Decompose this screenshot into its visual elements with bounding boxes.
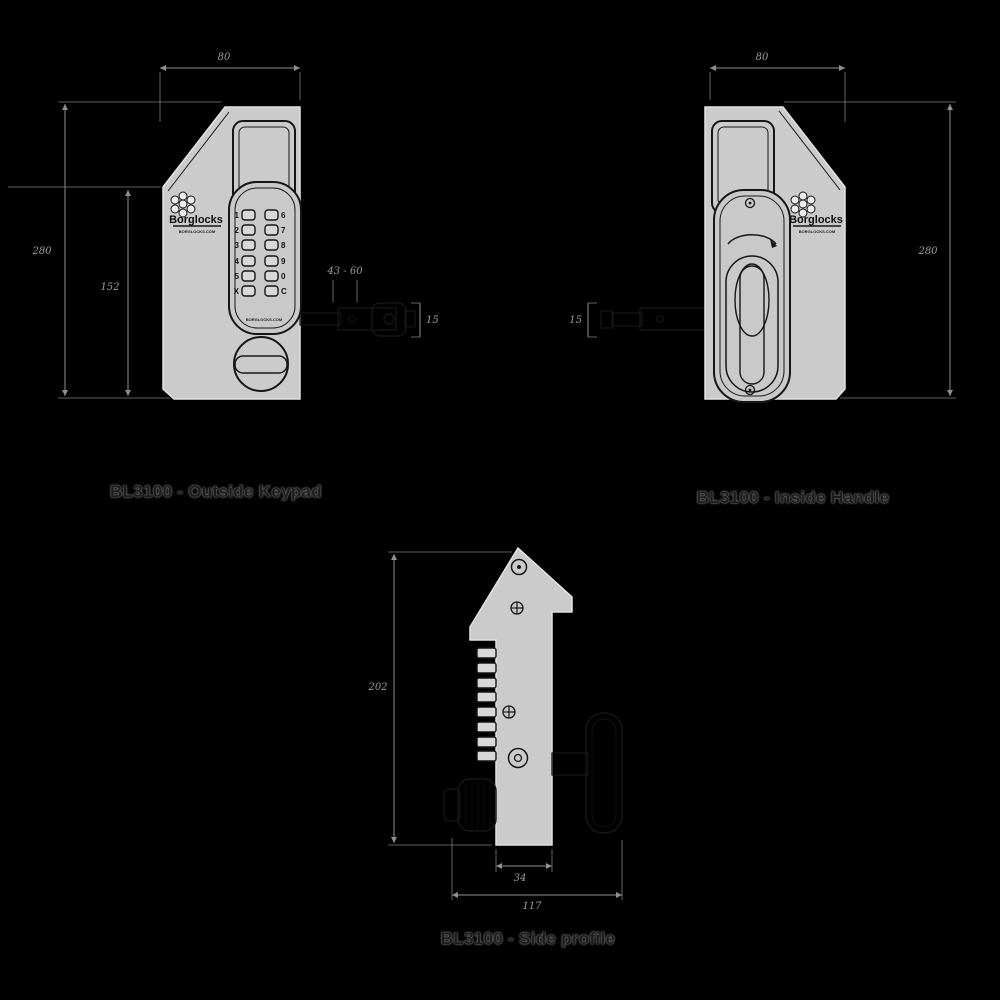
screw-cross-detail	[510, 601, 524, 615]
handle-grip	[725, 255, 779, 393]
dimension-top-width-inside: 80	[709, 52, 846, 122]
handle-plate	[713, 189, 791, 403]
key-label: 7	[281, 226, 286, 235]
dimension-body-depth: 34	[495, 849, 553, 884]
dim-label-top-width-inside: 80	[756, 52, 769, 63]
spindle-assembly	[299, 302, 416, 337]
caption-outside-keypad: BL3100 - Outside Keypad	[110, 482, 322, 501]
screw-detail	[744, 384, 756, 396]
dim-label-spindle-range: 43 - 60	[326, 266, 363, 277]
borglocks-logo: Borglocks BORGLOCKS.COM	[169, 191, 223, 234]
caption-side-profile: BL3100 - Side profile	[440, 929, 616, 948]
flower-icon	[790, 191, 816, 218]
lock-body-inside: Borglocks BORGLOCKS.COM	[704, 106, 846, 403]
dim-label-side-height: 202	[367, 682, 387, 693]
flower-icon	[170, 191, 196, 218]
figure-outside-keypad: 80 280 152	[8, 52, 439, 400]
keypad-panel: 1 6 2 7 3 8 4 9 5 0 X C BORGLOCKS.COM	[228, 181, 302, 335]
handle-profile	[551, 712, 623, 834]
brand-name: Borglocks	[789, 214, 843, 226]
dimension-spindle-length: 15	[569, 302, 597, 338]
dim-label-top-width: 80	[218, 52, 231, 63]
key-label: 0	[281, 272, 286, 281]
dim-label-overall-depth: 117	[522, 901, 542, 912]
rotation-arrow-icon	[727, 234, 777, 248]
borglocks-logo-inside: Borglocks BORGLOCKS.COM	[789, 191, 843, 234]
dim-label-spindle-length: 15	[569, 315, 582, 326]
dimension-top-width: 80	[159, 52, 301, 122]
dimension-overall-height: 280	[31, 101, 222, 399]
dim-label-body-depth: 34	[514, 873, 527, 884]
figure-side-profile: 202	[367, 546, 623, 912]
spindle-hole-detail	[507, 747, 529, 769]
key-label: 1	[235, 211, 240, 220]
keypad-buttons: 1 6 2 7 3 8 4 9 5 0 X C	[234, 209, 287, 297]
screw-detail	[744, 197, 756, 209]
brand-site: BORGLOCKS.COM	[179, 229, 216, 234]
dimension-side-height: 202	[367, 551, 512, 846]
dim-label-overall-height-inside: 280	[917, 246, 938, 257]
dimension-overall-height-inside: 280	[784, 101, 956, 399]
keypad-profile	[476, 647, 497, 762]
key-label: 2	[235, 226, 240, 235]
dimension-latch-depth: 15	[411, 302, 439, 338]
screw-cross-detail	[502, 705, 516, 719]
spindle-assembly-inside	[600, 307, 706, 331]
brand-site: BORGLOCKS.COM	[799, 229, 836, 234]
key-label: C	[281, 287, 287, 296]
brand-name: Borglocks	[169, 214, 223, 226]
key-label: 9	[281, 257, 286, 266]
figure-inside-handle: 80 280 15	[569, 52, 956, 403]
dimension-spindle-range: 43 - 60	[326, 266, 363, 302]
key-label: 8	[281, 241, 286, 250]
key-label: 6	[281, 211, 286, 220]
dim-label-latch-depth: 15	[426, 315, 439, 326]
lock-body-outside: Borglocks BORGLOCKS.COM 1 6 2	[162, 106, 302, 400]
key-label: X	[234, 287, 240, 296]
key-label: 3	[235, 241, 240, 250]
dimension-overall-depth: 117	[451, 838, 623, 912]
dim-label-body-height: 152	[100, 282, 119, 293]
side-body	[443, 546, 623, 846]
dimension-body-height: 152	[8, 186, 161, 396]
keypad-site-text: BORGLOCKS.COM	[246, 317, 283, 322]
key-label: 5	[235, 272, 240, 281]
caption-inside-handle: BL3100 - Inside Handle	[696, 488, 890, 507]
key-label: 4	[235, 257, 240, 266]
knob	[233, 336, 289, 392]
dim-label-overall-height: 280	[31, 246, 52, 257]
knob-profile	[443, 778, 497, 832]
screw-detail	[510, 558, 528, 576]
